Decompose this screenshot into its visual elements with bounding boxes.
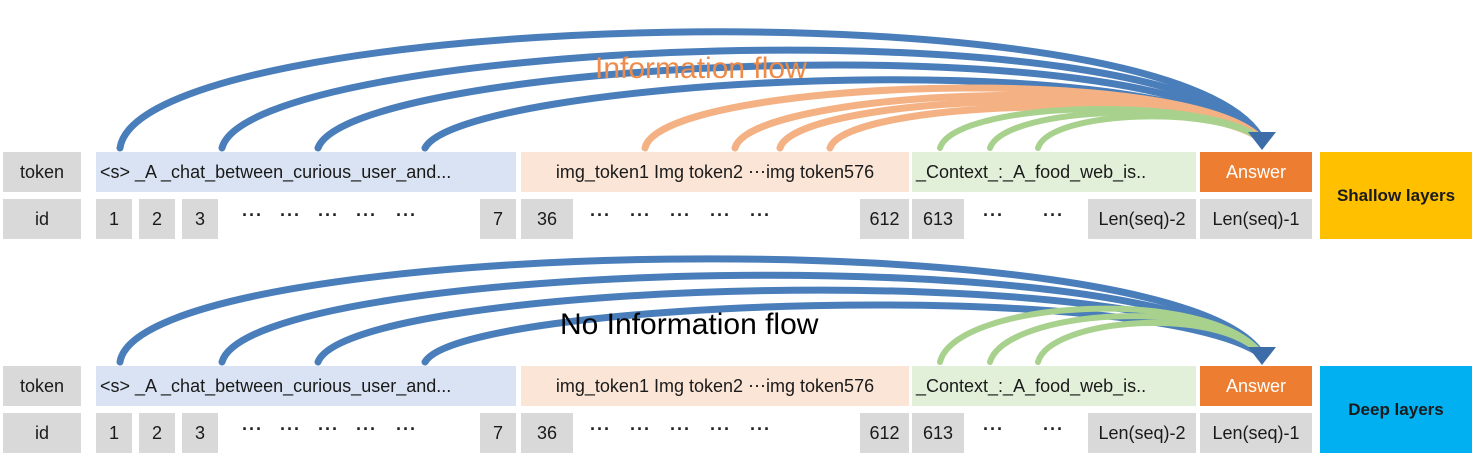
ellipsis: ··· <box>710 205 731 225</box>
ellipsis: ··· <box>318 419 339 439</box>
id-row-label: id <box>3 413 81 453</box>
ellipsis: ··· <box>630 205 651 225</box>
id-cell: 3 <box>182 199 218 239</box>
ellipsis: ··· <box>630 419 651 439</box>
ellipsis: ··· <box>1043 205 1064 225</box>
token-row-label: token <box>3 152 81 192</box>
ellipsis: ··· <box>280 419 301 439</box>
context-tokens: _Context_:_A_food_web_is.. <box>912 152 1196 192</box>
id-cell: 613 <box>912 413 964 453</box>
id-cell: 612 <box>860 199 909 239</box>
id-cell: 1 <box>96 413 132 453</box>
ellipsis: ··· <box>983 205 1004 225</box>
id-cell: 3 <box>182 413 218 453</box>
no-information-flow-title: No Information flow <box>560 308 819 341</box>
ellipsis: ··· <box>242 419 263 439</box>
ellipsis: ··· <box>983 419 1004 439</box>
information-flow-title: Information flow <box>595 52 807 85</box>
system-prompt-tokens: <s> _A _chat_between_curious_user_and... <box>96 366 516 406</box>
id-cell: 613 <box>912 199 964 239</box>
context-tokens: _Context_:_A_food_web_is.. <box>912 366 1196 406</box>
ellipsis: ··· <box>280 205 301 225</box>
id-cell: Len(seq)-2 <box>1088 199 1196 239</box>
ellipsis: ··· <box>242 205 263 225</box>
id-cell: 7 <box>480 199 516 239</box>
image-tokens: img_token1 Img token2 ⋯img token576 <box>521 152 909 192</box>
image-tokens: img_token1 Img token2 ⋯img token576 <box>521 366 909 406</box>
ellipsis: ··· <box>590 419 611 439</box>
ellipsis: ··· <box>1043 419 1064 439</box>
ellipsis: ··· <box>750 419 771 439</box>
answer-arrowhead-deep <box>1248 347 1276 365</box>
ellipsis: ··· <box>590 205 611 225</box>
ellipsis: ··· <box>750 205 771 225</box>
id-cell: 1 <box>96 199 132 239</box>
answer-id-cell: Len(seq)-1 <box>1200 413 1312 453</box>
id-cell: 7 <box>480 413 516 453</box>
id-cell: Len(seq)-2 <box>1088 413 1196 453</box>
id-cell: 36 <box>521 413 573 453</box>
ellipsis: ··· <box>710 419 731 439</box>
context-arcs-shallow <box>937 105 1265 151</box>
id-cell: 36 <box>521 199 573 239</box>
token-row-label: token <box>3 366 81 406</box>
answer-token: Answer <box>1200 366 1312 406</box>
ellipsis: ··· <box>356 205 377 225</box>
ellipsis: ··· <box>396 419 417 439</box>
id-cell: 2 <box>139 413 175 453</box>
ellipsis: ··· <box>670 419 691 439</box>
deep-layers-badge: Deep layers <box>1320 366 1472 453</box>
ellipsis: ··· <box>670 205 691 225</box>
context-arcs-deep <box>937 305 1265 365</box>
shallow-layers-badge: Shallow layers <box>1320 152 1472 239</box>
id-row-label: id <box>3 199 81 239</box>
answer-id-cell: Len(seq)-1 <box>1200 199 1312 239</box>
ellipsis: ··· <box>318 205 339 225</box>
answer-token: Answer <box>1200 152 1312 192</box>
answer-arrowhead-shallow <box>1248 132 1276 150</box>
ellipsis: ··· <box>396 205 417 225</box>
system-prompt-tokens: <s> _A _chat_between_curious_user_and... <box>96 152 516 192</box>
id-cell: 2 <box>139 199 175 239</box>
id-cell: 612 <box>860 413 909 453</box>
ellipsis: ··· <box>356 419 377 439</box>
